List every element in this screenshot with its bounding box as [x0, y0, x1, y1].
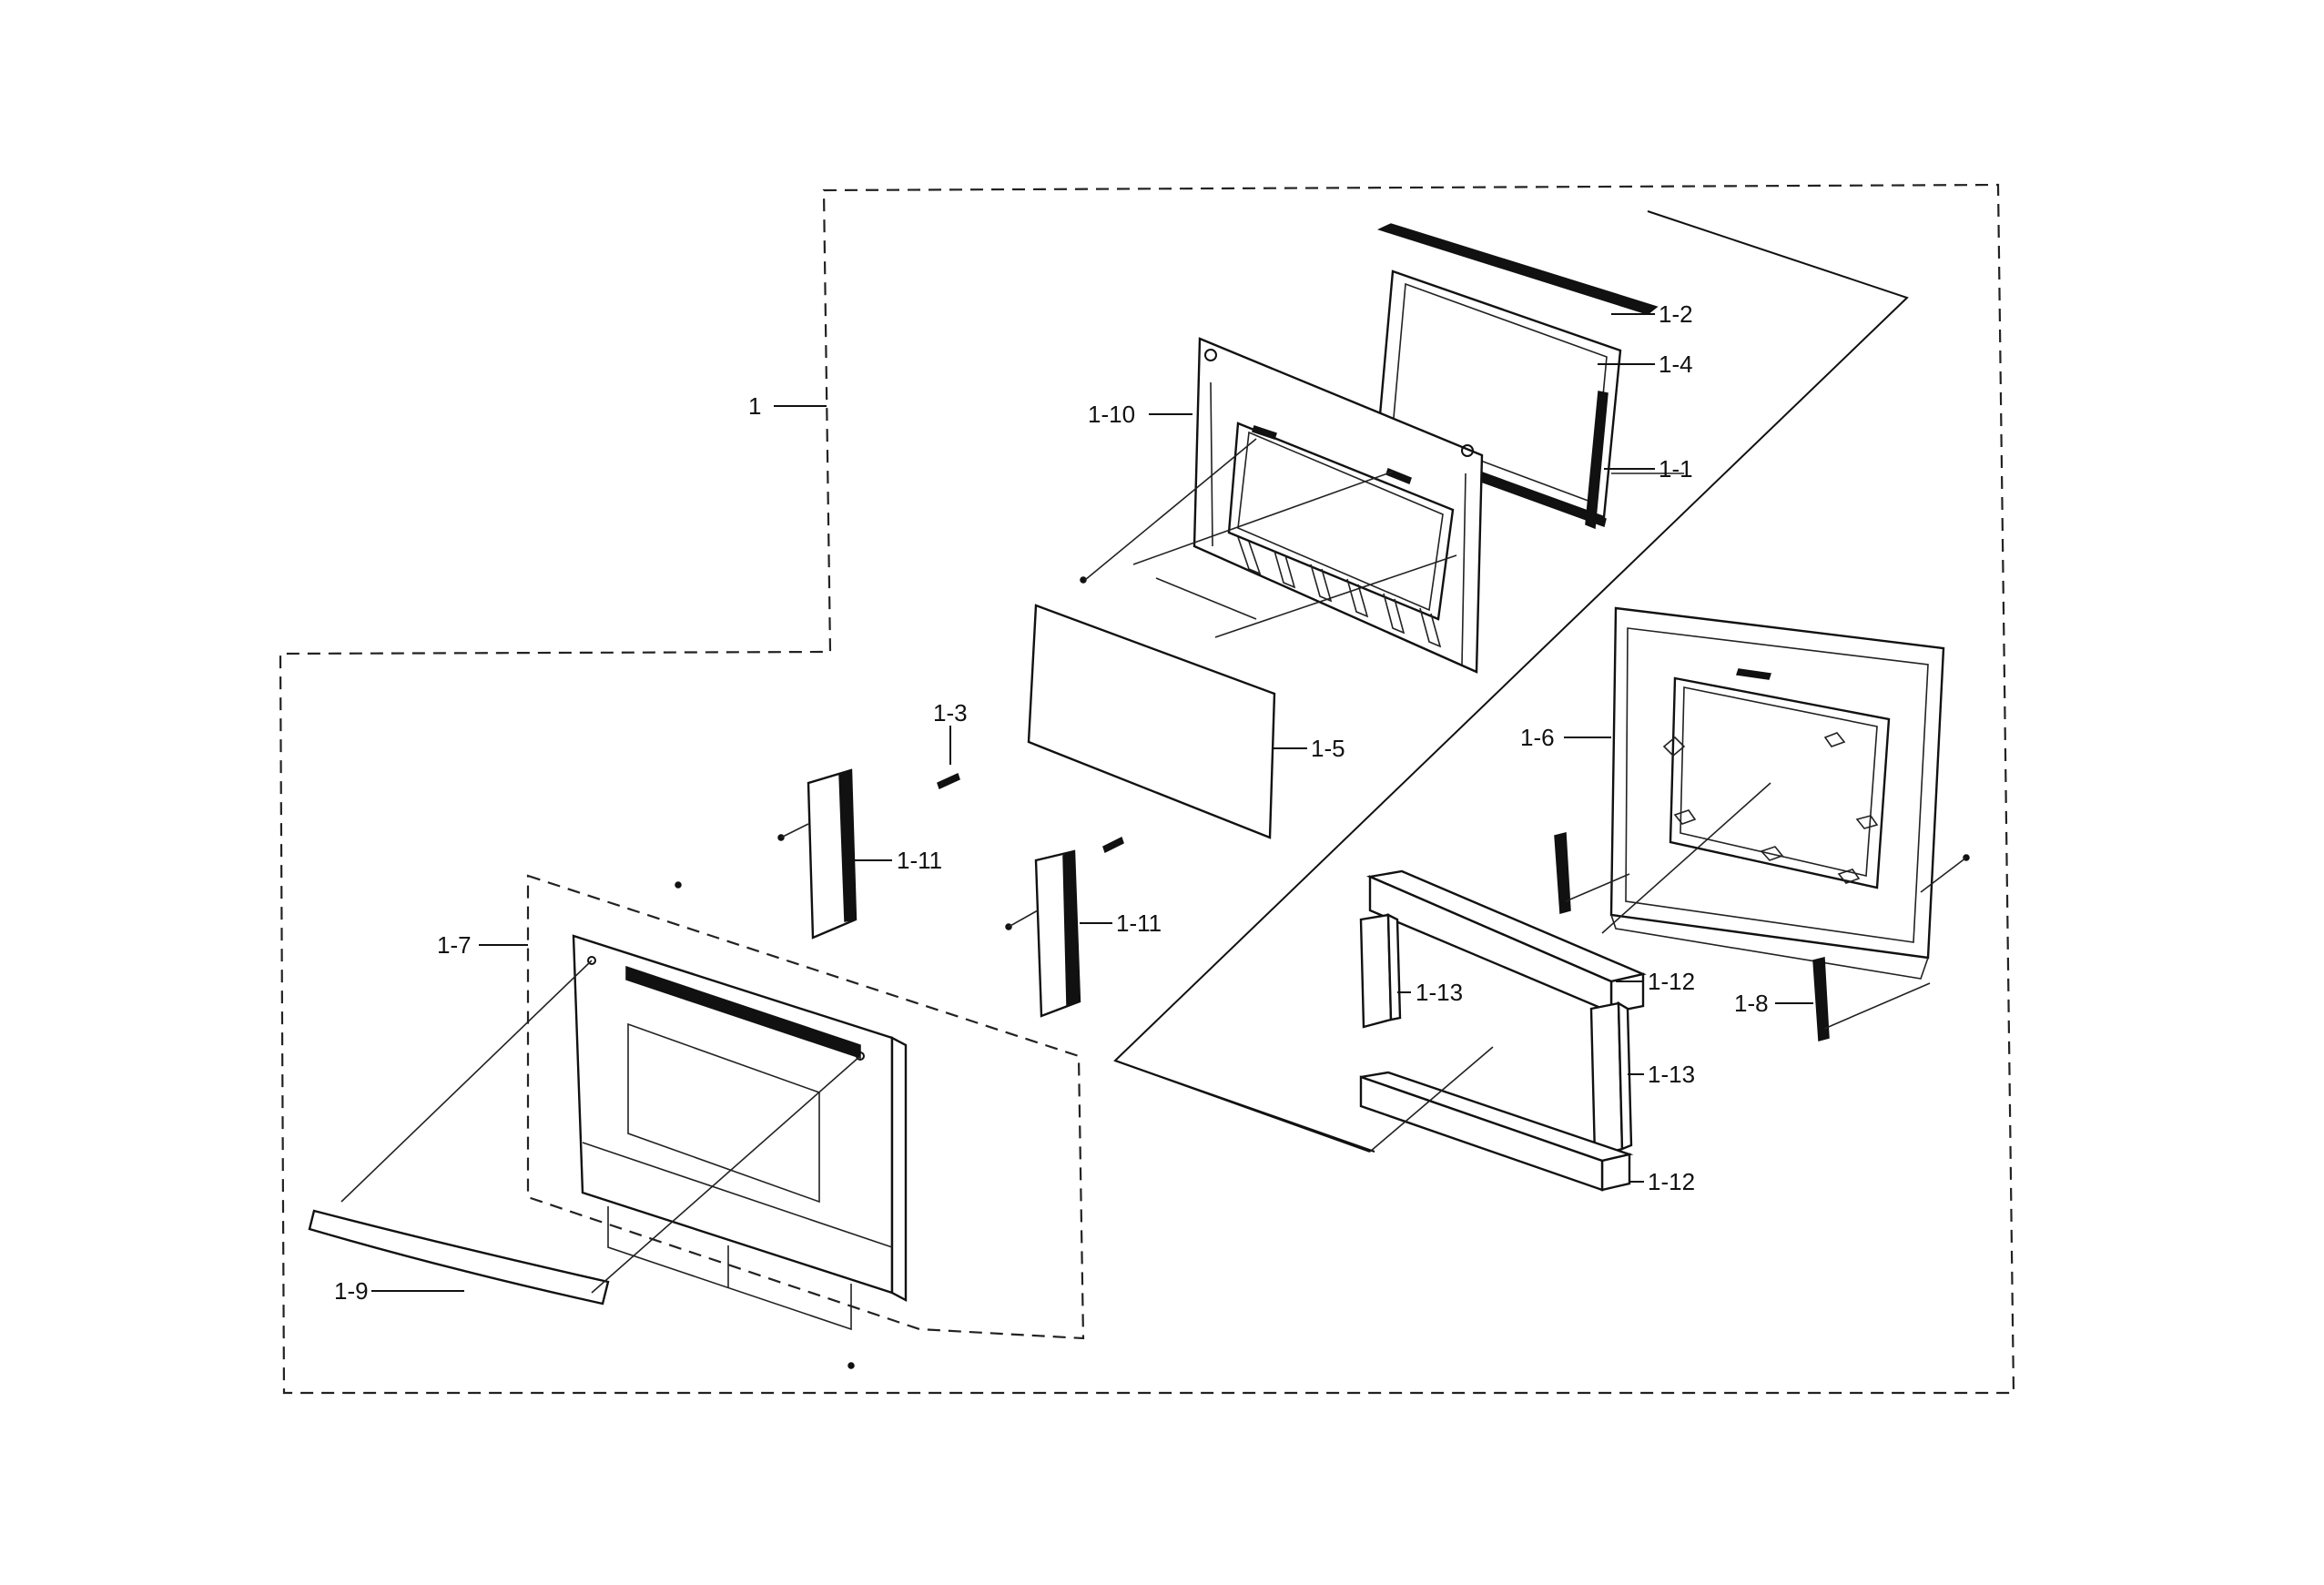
callout-1-12-bottom: 1-12 [1648, 1168, 1695, 1195]
callout-1-13-left: 1-13 [1416, 979, 1463, 1006]
callout-1-1: 1-1 [1659, 455, 1693, 483]
callout-1-7: 1-7 [437, 931, 472, 959]
callout-1: 1 [748, 392, 761, 420]
callout-1-3: 1-3 [933, 699, 968, 726]
part-outer-door [526, 874, 1085, 1369]
part-hinge-bracket-left [777, 768, 858, 940]
callout-1-11-right: 1-11 [1116, 909, 1162, 937]
part-insulation-blocks [1359, 869, 1647, 1192]
part-top-trim [1376, 223, 1659, 315]
callout-1-5: 1-5 [1311, 735, 1345, 762]
part-hinge-rods [1554, 832, 1931, 1041]
part-hinge-bracket-right [1005, 849, 1081, 1018]
part-inner-door-panel [1080, 337, 1484, 674]
part-door-handle [308, 1209, 610, 1306]
callout-1-9: 1-9 [334, 1277, 369, 1305]
callout-1-6: 1-6 [1520, 724, 1555, 751]
callout-1-12-top: 1-12 [1648, 968, 1695, 995]
callout-1-2: 1-2 [1659, 300, 1693, 328]
leader-lines [340, 313, 1967, 1294]
part-screws [937, 772, 1124, 854]
callout-1-10: 1-10 [1088, 401, 1135, 428]
callout-1-4: 1-4 [1659, 351, 1693, 378]
callouts: 1 1-2 1-4 1-1 1-10 1-3 1-5 1-6 1-11 1-11… [334, 300, 1769, 1305]
callout-1-11-left: 1-11 [897, 847, 942, 874]
callout-1-13-right: 1-13 [1648, 1061, 1695, 1088]
part-glass-pane [1027, 604, 1276, 839]
assembly-boundary [279, 183, 2015, 1395]
group-outline-rear-bottom [1114, 1060, 1371, 1153]
callout-1-8: 1-8 [1734, 990, 1769, 1017]
part-door-frame [1609, 606, 1970, 980]
